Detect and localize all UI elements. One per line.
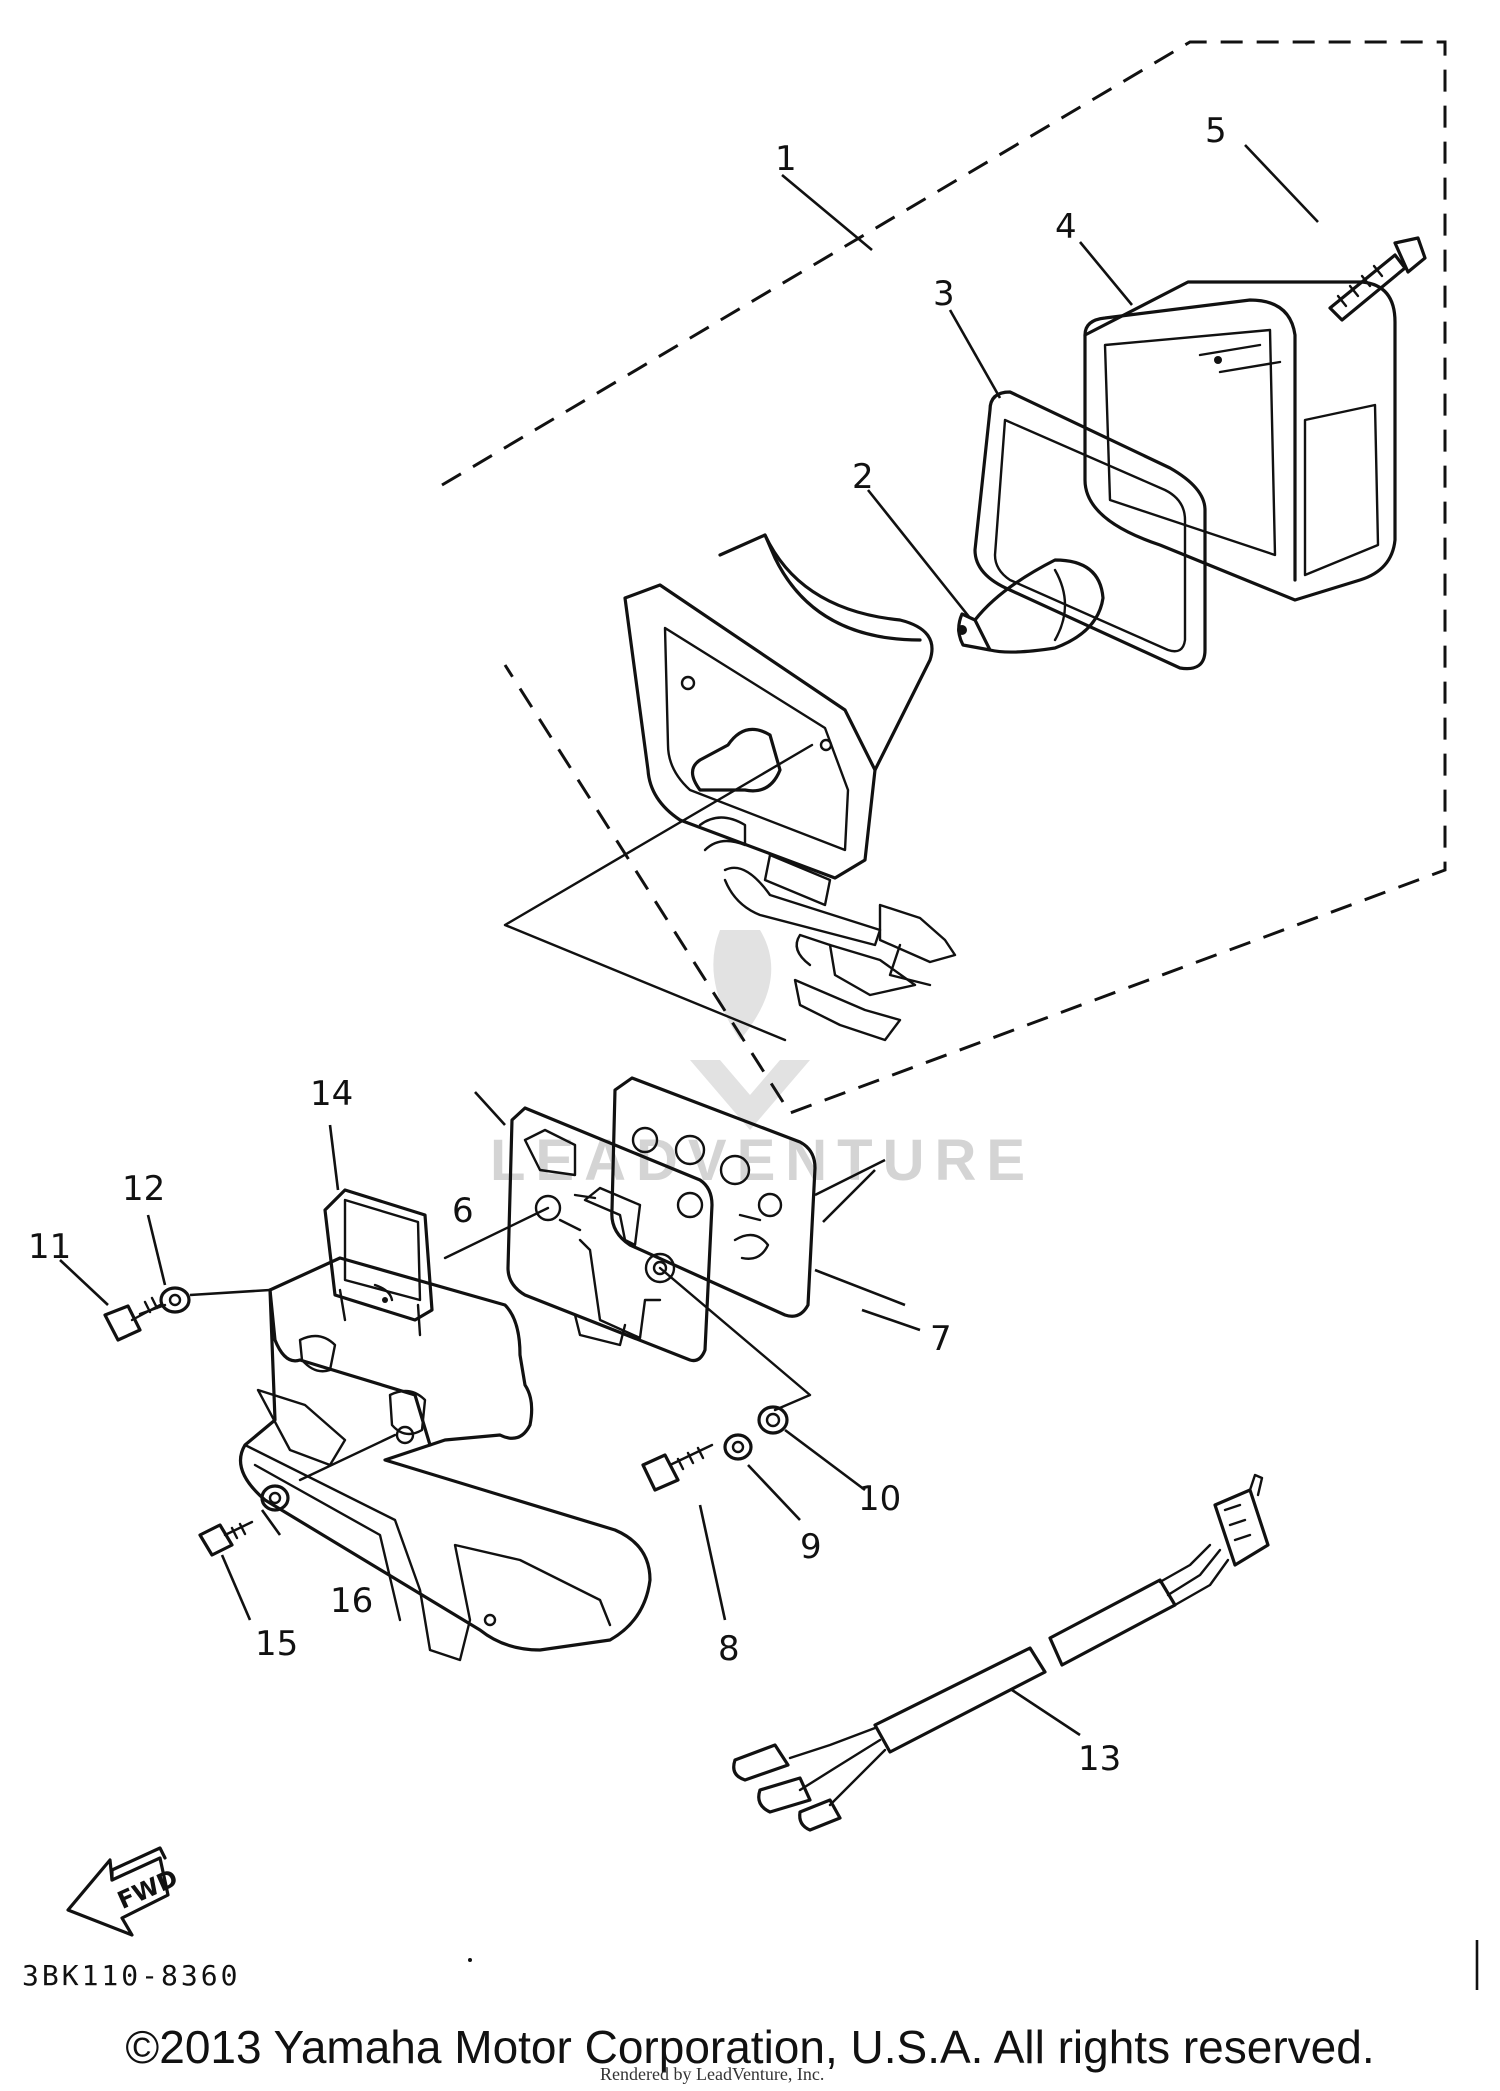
callout-10: 10 (858, 1479, 901, 1519)
part-2-bulb (957, 558, 1105, 654)
callout-labels: 1 2 3 4 5 6 7 8 9 10 13 14 12 11 16 15 (28, 111, 1227, 1779)
callout-5: 5 (1205, 111, 1227, 151)
callout-9: 9 (800, 1527, 822, 1567)
part-1-housing (623, 533, 957, 1042)
callout-16: 16 (330, 1581, 373, 1621)
part-16-washer (260, 1484, 290, 1512)
part-10-nut (757, 1405, 789, 1435)
rendered-by-credit: Rendered by LeadVenture, Inc. (600, 2064, 825, 2084)
callout-1: 1 (775, 139, 797, 179)
part-3-gasket (973, 390, 1207, 671)
callout-13: 13 (1078, 1739, 1121, 1779)
assembly-line (298, 1206, 812, 1482)
part-15-bolt (198, 1520, 254, 1557)
callout-4: 4 (1055, 207, 1077, 247)
part-11-bolt (103, 1296, 167, 1342)
part-4-lens (1083, 280, 1397, 602)
callout-11: 11 (28, 1227, 71, 1267)
callout-leaders (59, 144, 1319, 1737)
fwd-arrow-icon: FWD (66, 1846, 182, 1937)
watermark-v-icon (690, 1060, 810, 1130)
margin-dot (468, 1958, 472, 1962)
watermark: LEADVENTURE (490, 930, 1035, 1193)
watermark-flame-icon (713, 930, 772, 1040)
callout-6: 6 (452, 1191, 474, 1231)
part-13-wire-harness (732, 1473, 1270, 1832)
watermark-text: LEADVENTURE (490, 1128, 1035, 1193)
callout-14: 14 (310, 1074, 353, 1114)
part-6-plate (474, 1091, 714, 1363)
part-12-washer (159, 1286, 271, 1314)
part-5-screw (1328, 236, 1427, 322)
part-7-base-plate (610, 1076, 906, 1318)
part-8-bolt (641, 1443, 714, 1492)
part-14-bracket (238, 1188, 652, 1662)
callout-3: 3 (933, 274, 955, 314)
callout-7: 7 (930, 1319, 952, 1359)
assembly-boundary (441, 40, 1447, 1115)
callout-8: 8 (718, 1629, 740, 1669)
copyright-notice: ©2013 Yamaha Motor Corporation, U.S.A. A… (125, 2021, 1375, 2073)
assembly-line (503, 743, 814, 1042)
part-9-washer (723, 1433, 753, 1461)
fwd-label: FWD (113, 1864, 182, 1915)
part-code: 3BK110-8360 (22, 1959, 240, 1992)
callout-12: 12 (122, 1169, 165, 1209)
callout-15: 15 (255, 1624, 298, 1664)
callout-2: 2 (852, 457, 874, 497)
